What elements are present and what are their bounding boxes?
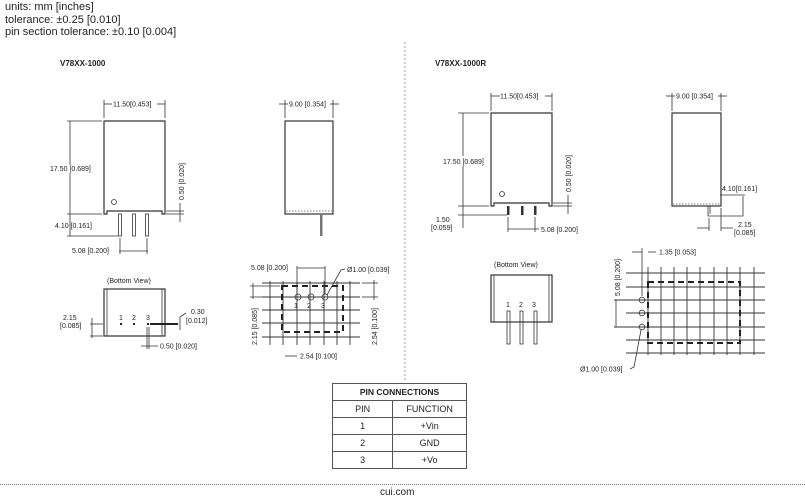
left-standoff-dim: 0.50 [0.020] xyxy=(179,163,186,200)
left-pin-thickness-dim-2: [0.012] xyxy=(186,318,207,325)
right-title: V78XX-1000R xyxy=(435,59,486,68)
left-pin-offset-dim-2: [0.085] xyxy=(60,323,81,330)
spec-header: units: mm [inches] tolerance: ±0.25 [0.0… xyxy=(5,1,176,39)
right-pcb-layout: 5.08 [0.200] 1.35 [0.053] Ø1.00 [0.039] xyxy=(580,248,765,374)
left-pin-label-3: 3 xyxy=(146,315,150,322)
left-pin-label-1: 1 xyxy=(119,315,123,322)
left-pin-label-2: 2 xyxy=(132,315,136,322)
left-pitch-dim: 5.08 [0.200] xyxy=(72,248,109,255)
pin-function: GND xyxy=(392,434,467,452)
left-pcb-hole-dim: Ø1.00 [0.039] xyxy=(347,267,389,274)
table-row: 1 +Vin xyxy=(331,417,467,435)
right-pcb-edge-dim: 1.35 [0.053] xyxy=(659,250,696,257)
pin-table-header-pin: PIN xyxy=(331,400,394,418)
footer-divider xyxy=(0,484,805,485)
right-front-view: 11.50[0.453] 17.50 [0.689] 1.50 [0.059] … xyxy=(431,93,578,234)
left-pcb-grid-v-dim: 2.54 [0.100] xyxy=(372,308,379,345)
tolerance-text: tolerance: ±0.25 [0.010] xyxy=(5,13,121,26)
table-row: 2 GND xyxy=(331,434,467,452)
right-bottom-view: (Bottom View) 1 2 3 xyxy=(490,262,553,345)
right-pitch-dim: 5.08 [0.200] xyxy=(541,227,578,234)
right-pcb-pitch-dim: 5.08 [0.200] xyxy=(615,259,622,296)
pin-tolerance-text: pin section tolerance: ±0.10 [0.004] xyxy=(5,26,177,38)
right-width-dim: 11.50[0.453] xyxy=(500,94,538,101)
right-offset-dim-2: [0.085] xyxy=(734,230,755,237)
left-height-dim: 17.50 [0.689] xyxy=(50,166,91,173)
right-pin-label-3: 3 xyxy=(532,302,536,309)
pin-table-header-function: FUNCTION xyxy=(392,400,467,418)
left-bottom-view-label: (Bottom View) xyxy=(107,278,151,285)
right-offset-dim-1: 2.15 xyxy=(738,222,752,229)
left-pin-offset-dim-1: 2.15 xyxy=(63,315,77,322)
pin-number: 2 xyxy=(331,434,394,452)
left-depth-dim: 9.00 [0.354] xyxy=(289,102,326,109)
left-front-view: 11.50[0.453] 17.50 [0.689] 4.10 [0.161] … xyxy=(50,100,186,255)
left-pcb-grid-h-dim: 2.54 [0.100] xyxy=(300,354,337,361)
table-row: 3 +Vo xyxy=(331,451,467,469)
pin-function: +Vo xyxy=(392,451,467,469)
right-pin-label-1: 1 xyxy=(506,302,510,309)
left-side-view: 9.00 [0.354] xyxy=(279,100,339,236)
right-bottom-view-label: (Bottom View) xyxy=(494,262,538,269)
right-height-dim: 17.50 [0.689] xyxy=(443,159,484,166)
left-bottom-view: (Bottom View) 1 2 3 2.15 [0.085] 0.30 [0… xyxy=(60,278,207,351)
pin-function: +Vin xyxy=(392,417,467,435)
right-side-view: 9.00 [0.354] 4.10[0.161] 2.15 [0.085] xyxy=(666,93,757,237)
left-title: V78XX-1000 xyxy=(60,59,106,68)
pin-number: 3 xyxy=(331,451,394,469)
units-text: units: mm [inches] xyxy=(5,1,94,13)
pin-connections-table: PIN CONNECTIONS PIN FUNCTION 1 +Vin 2 GN… xyxy=(331,383,467,469)
left-pin-thickness-dim-1: 0.30 xyxy=(191,309,205,316)
right-pcb-hole-dim: Ø1.00 [0.039] xyxy=(580,367,622,374)
left-pin-width-dim: 0.50 [0.020] xyxy=(160,344,197,351)
left-pcb-pin-2: 2 xyxy=(307,303,311,310)
right-bend-dim: 4.10[0.161] xyxy=(722,186,757,193)
left-pcb-offset-dim: 2.15 [0.085] xyxy=(252,308,259,345)
left-pcb-layout: 1 2 3 5.08 [0.200] Ø1.00 [0.039] 2.15 [0… xyxy=(250,265,389,361)
right-pin-label-2: 2 xyxy=(519,302,523,309)
right-depth-dim: 9.00 [0.354] xyxy=(676,94,713,101)
right-standoff-dim: 0.50 [0.020] xyxy=(566,155,573,192)
pin-table-title: PIN CONNECTIONS xyxy=(332,383,467,401)
left-pcb-pitch-dim: 5.08 [0.200] xyxy=(251,265,288,272)
left-width-dim: 11.50[0.453] xyxy=(113,102,151,109)
left-pin-length-dim: 4.10 [0.161] xyxy=(55,223,92,230)
left-pcb-pin-1: 1 xyxy=(294,303,298,310)
right-pin-length-dim-2: [0.059] xyxy=(431,225,452,232)
pin-number: 1 xyxy=(331,417,394,435)
right-pin-length-dim-1: 1.50 xyxy=(436,217,450,224)
left-pcb-pin-3: 3 xyxy=(321,303,325,310)
